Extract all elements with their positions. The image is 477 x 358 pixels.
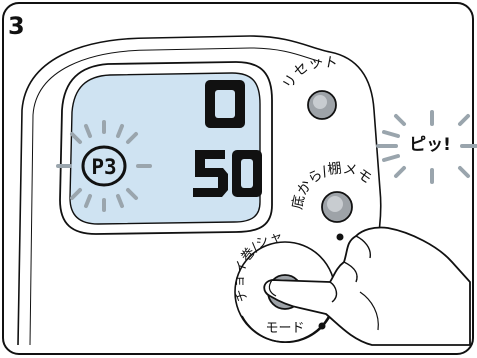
mode-indicator-dot xyxy=(318,322,326,330)
mode-label-bottom: モード xyxy=(265,321,304,336)
lcd-top-value: 0 xyxy=(0,0,245,128)
reset-button[interactable] xyxy=(307,90,337,120)
memo-indicator-dot xyxy=(336,233,344,241)
beep-rays xyxy=(376,110,477,184)
beep-indicator: ピッ! xyxy=(376,110,477,184)
lcd-bottom-value: 50 xyxy=(0,0,262,197)
flash-icon xyxy=(56,120,152,212)
hand-icon xyxy=(263,226,471,346)
program-label: P3 xyxy=(91,155,116,179)
lcd-top-value-text: 0 xyxy=(0,0,1,1)
lcd-bottom-value-text: 50 xyxy=(0,0,2,1)
step-number: 3 xyxy=(8,12,25,40)
beep-label: ピッ! xyxy=(409,135,451,155)
device-body-inner xyxy=(29,47,323,346)
device-body xyxy=(17,35,382,346)
program-indicator: P3 xyxy=(56,120,152,212)
bottom-memo-button[interactable] xyxy=(321,191,353,223)
